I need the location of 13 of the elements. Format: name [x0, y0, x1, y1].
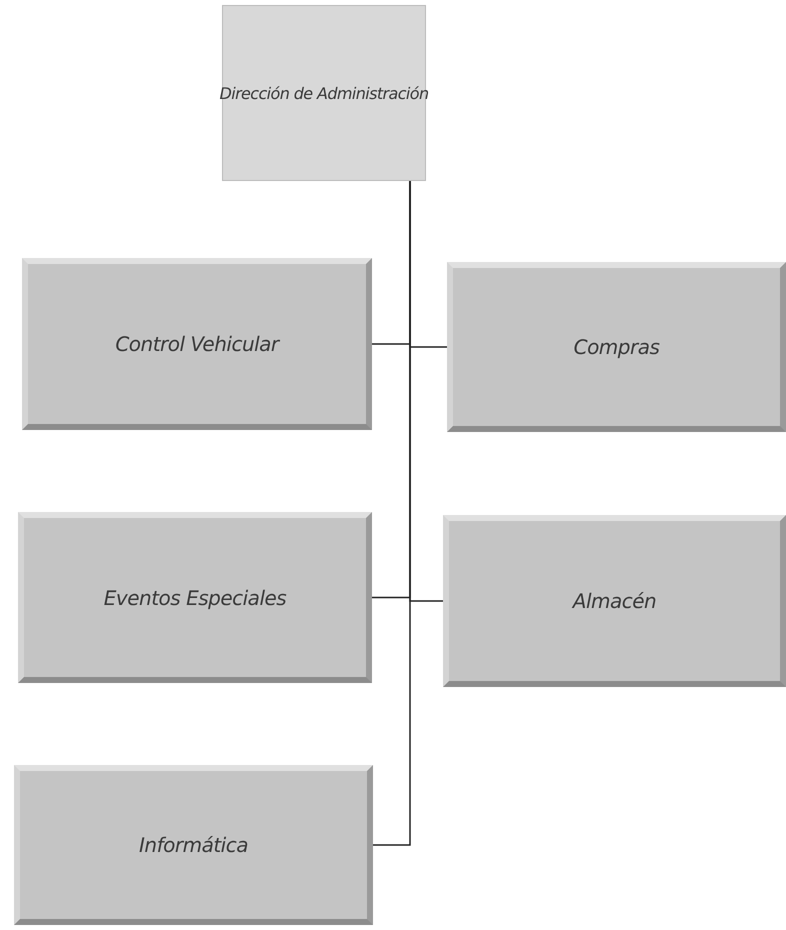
department-box: [443, 515, 786, 687]
department-box: [447, 262, 786, 432]
box-title: Control Vehicular: [115, 332, 279, 356]
box-title: Informática: [139, 833, 248, 857]
department-box: [14, 765, 373, 925]
box-title: Almacén: [572, 589, 656, 613]
box-title: Dirección de Administración: [220, 84, 429, 102]
box-title: Eventos Especiales: [104, 586, 286, 610]
connector-line: [373, 181, 411, 846]
box-title: Compras: [574, 335, 660, 359]
department-box: [22, 258, 372, 430]
department-box: [18, 512, 372, 683]
director-box: [222, 5, 426, 181]
